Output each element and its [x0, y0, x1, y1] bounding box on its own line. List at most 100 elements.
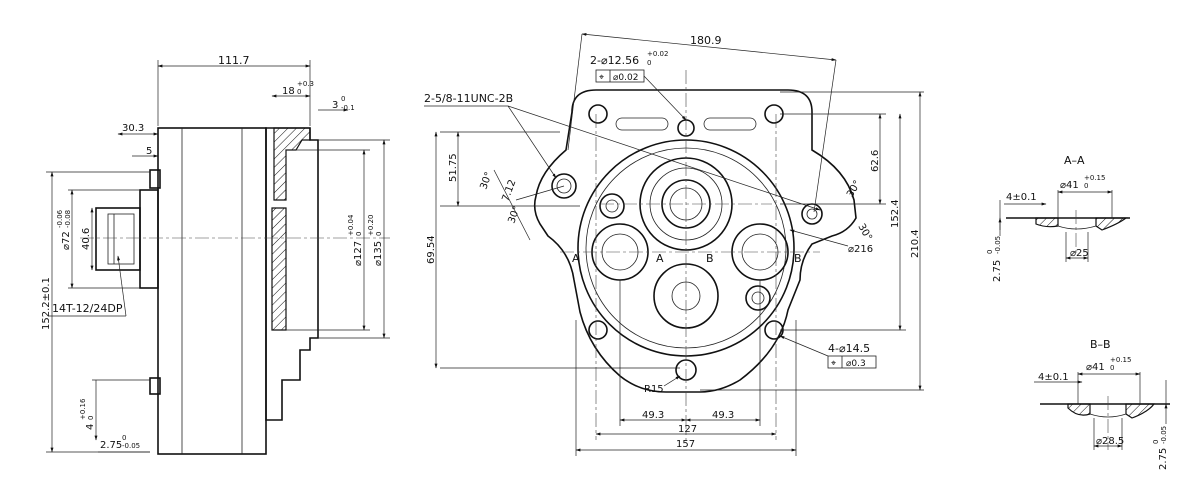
svg-text:+0.15: +0.15	[1084, 174, 1105, 182]
dim-18: 18	[282, 86, 295, 97]
dim-5: 5	[146, 146, 152, 157]
side-shaft-spline	[107, 213, 135, 265]
svg-text:-0.05: -0.05	[122, 442, 140, 450]
svg-text:+0.3: +0.3	[297, 80, 314, 88]
dim-4: 4	[85, 424, 96, 430]
holes2-pos-symbol: ⌖	[831, 359, 836, 369]
section-a-left: A	[572, 252, 580, 265]
dim-72: ⌀72	[61, 231, 72, 250]
front-boss-small-left-inner	[605, 199, 619, 213]
dim-51-75: 51.75	[448, 153, 459, 182]
holes2-pos-value: ⌀0.3	[846, 359, 866, 369]
section-bb-inner: ⌀28.5	[1096, 436, 1124, 447]
section-bb-seat	[1089, 413, 1127, 418]
svg-text:-0.1: -0.1	[341, 104, 355, 112]
holes-pos-value: ⌀0.02	[613, 73, 638, 83]
svg-text:-0.06: -0.06	[56, 209, 64, 228]
svg-text:-0.05: -0.05	[994, 236, 1002, 254]
dim-152-4: 152.4	[890, 199, 901, 228]
holes-label: 2-⌀12.56	[590, 54, 639, 67]
svg-text:0: 0	[355, 232, 363, 236]
dim-127: ⌀127	[353, 241, 364, 266]
svg-text:0: 0	[297, 88, 301, 96]
svg-text:-0.05: -0.05	[1160, 426, 1168, 444]
svg-text:0: 0	[122, 434, 126, 442]
section-bb: B–B 4±0.1 ⌀41 +0.15 0 ⌀28.5 2.75 0 -0.05	[1034, 338, 1170, 470]
dim-49-3-left: 49.3	[642, 410, 664, 421]
svg-text:+0.15: +0.15	[1110, 356, 1131, 364]
side-flange-section-top	[273, 127, 311, 201]
side-shaft	[95, 207, 141, 271]
section-aa-left-wall	[1035, 217, 1059, 228]
side-bolt-top	[149, 169, 161, 189]
dim-152-2: 152.2±0.1	[41, 277, 52, 330]
svg-text:0: 0	[375, 232, 383, 236]
section-aa-dia: ⌀41	[1060, 180, 1079, 191]
front-thread-hole-left-inner	[556, 178, 572, 194]
holes-pos-symbol: ⌖	[599, 73, 604, 83]
side-flange-section-mid	[271, 207, 287, 331]
dim-2-75-left: 2.75	[100, 440, 122, 451]
front-thread-hole-right-inner	[806, 208, 818, 220]
section-aa-seat	[1057, 225, 1097, 230]
dim-216: ⌀216	[848, 244, 873, 255]
dim-135: ⌀135	[373, 241, 384, 266]
section-aa-thick: 2.75	[992, 260, 1003, 282]
dim-180-9: 180.9	[690, 34, 722, 47]
svg-text:0: 0	[647, 59, 651, 67]
section-b-right: B	[794, 252, 802, 265]
svg-text:+0.04: +0.04	[347, 214, 355, 236]
front-mount-hole-bl	[588, 320, 608, 340]
holes2-label: 4-⌀14.5	[828, 342, 870, 355]
section-b-left: B	[706, 252, 714, 265]
section-aa: A–A 4±0.1 ⌀41 +0.15 0 ⌀25 2.75 0 -0.05	[986, 154, 1130, 282]
dim-111-7: 111.7	[218, 54, 250, 67]
section-bb-thick: 2.75	[1158, 448, 1169, 470]
svg-text:0: 0	[341, 95, 345, 103]
dim-r15: R15	[644, 384, 664, 395]
svg-text:0: 0	[1152, 440, 1160, 444]
section-aa-right-wall	[1095, 217, 1128, 231]
holes2-tolerance-frame	[827, 355, 877, 369]
section-bb-left-wall	[1067, 403, 1091, 416]
svg-text:-0.08: -0.08	[64, 210, 72, 228]
dim-40-6: 40.6	[81, 228, 92, 250]
section-aa-title: A–A	[1064, 154, 1085, 167]
section-bb-right-wall	[1125, 403, 1156, 419]
section-a-right: A	[656, 252, 664, 265]
svg-text:+0.20: +0.20	[367, 215, 375, 236]
dim-157: 157	[676, 439, 695, 450]
side-view: 111.7 18 +0.3 0 3 0 -0.1 30.3 5 152.2±0.…	[41, 54, 390, 455]
front-boss-small-left	[599, 193, 625, 219]
dim-127-bottom: 127	[678, 424, 697, 435]
side-bolt-bottom	[149, 377, 161, 395]
section-bb-dia: ⌀41	[1086, 362, 1105, 373]
front-thread-hole-left	[551, 173, 577, 199]
thread-label: 2-5/8-11UNC-2B	[424, 92, 513, 105]
dim-angle-1: 30°	[478, 171, 494, 191]
front-boss-small-right-inner	[751, 291, 765, 305]
section-bb-depth: 4±0.1	[1038, 372, 1069, 383]
front-view: A A B B 180.9 2-⌀12.56 +0.02 0 ⌖ ⌀0.02 2…	[424, 32, 924, 456]
section-aa-depth: 4±0.1	[1006, 192, 1037, 203]
svg-text:0: 0	[1084, 182, 1088, 190]
svg-text:+0.02: +0.02	[647, 50, 668, 58]
svg-text:0: 0	[986, 250, 994, 254]
front-boss-small-right	[745, 285, 771, 311]
side-body	[157, 127, 267, 455]
dim-angle-3: 30°	[845, 179, 863, 200]
dim-angle-4: 30°	[855, 222, 873, 243]
section-aa-inner: ⌀25	[1070, 248, 1089, 259]
spline-label: 14T-12/24DP	[52, 302, 123, 315]
dim-49-3-right: 49.3	[712, 410, 734, 421]
front-mount-hole-tl	[588, 104, 608, 124]
front-top-slot-right	[703, 117, 757, 131]
svg-text:0: 0	[1110, 364, 1114, 372]
svg-text:0: 0	[87, 416, 95, 420]
front-housing	[533, 89, 857, 393]
dim-69-54: 69.54	[426, 235, 437, 264]
section-bb-title: B–B	[1090, 338, 1111, 351]
svg-text:+0.16: +0.16	[79, 398, 87, 420]
dim-30-3: 30.3	[122, 123, 144, 134]
